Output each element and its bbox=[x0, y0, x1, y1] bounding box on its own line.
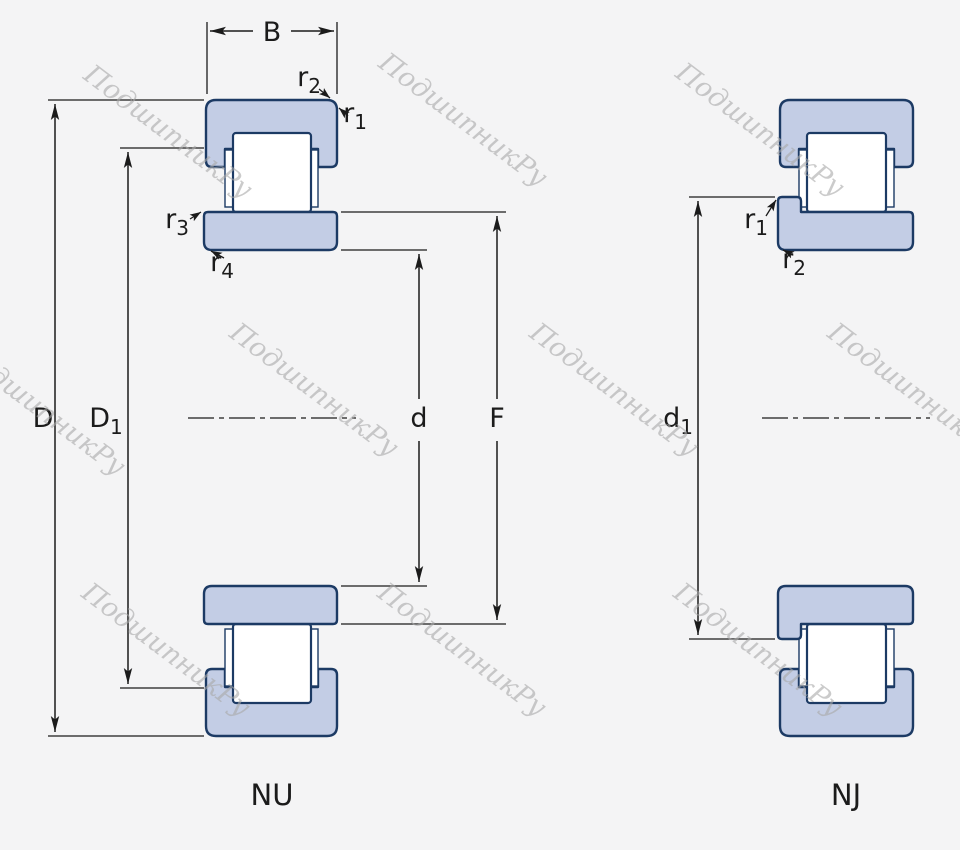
nu-extension-lines bbox=[48, 22, 506, 737]
label-d1: d1 bbox=[663, 403, 693, 439]
label-nj-r1: r1 bbox=[744, 204, 768, 240]
label-nj-r2: r2 bbox=[782, 244, 806, 280]
label-B: B bbox=[263, 17, 282, 48]
nu-leader-lines bbox=[189, 88, 350, 260]
caption-nu: NU bbox=[251, 778, 294, 812]
label-r3: r3 bbox=[165, 204, 189, 240]
label-r1: r1 bbox=[343, 98, 367, 134]
nj-extension-lines bbox=[689, 196, 775, 640]
caption-nj: NJ bbox=[831, 778, 861, 812]
nu-view: B r2 r1 r3 r4 D D1 d F NU bbox=[33, 17, 506, 812]
label-F: F bbox=[489, 403, 505, 434]
label-r4: r4 bbox=[210, 247, 234, 283]
nj-view: r1 r2 d1 NJ bbox=[663, 98, 930, 812]
label-r2: r2 bbox=[297, 62, 321, 98]
label-d: d bbox=[410, 403, 427, 434]
nj-leader-lines bbox=[765, 199, 795, 259]
label-D1: D1 bbox=[89, 403, 123, 439]
nu-dimension-lines bbox=[50, 26, 502, 732]
label-D: D bbox=[33, 403, 54, 434]
